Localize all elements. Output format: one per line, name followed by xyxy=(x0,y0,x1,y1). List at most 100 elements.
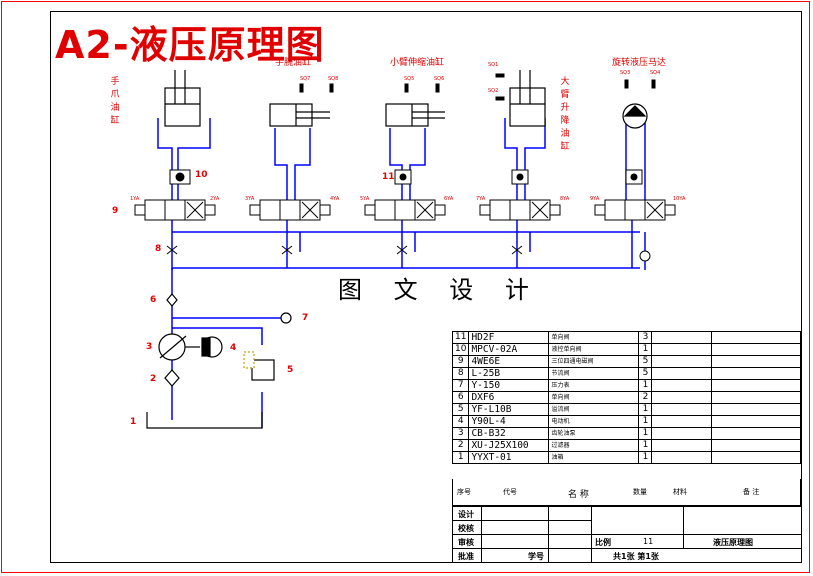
sensor-sq3: SQ3 xyxy=(620,70,631,76)
bom-cell-name: 油箱 xyxy=(548,451,640,464)
cylinder-label-gripper: 手爪油缸 xyxy=(110,77,120,126)
cylinder-label-upper-arm: 大臂升降油缸 xyxy=(560,77,570,152)
bom-cell-no: 5 xyxy=(451,403,470,416)
check-valve-6 xyxy=(166,293,178,307)
tb-review: 审核 xyxy=(458,538,474,547)
tb-scale-label: 比例 xyxy=(595,538,611,547)
solenoid-3ya: 3YA xyxy=(245,196,255,202)
bom-cell-no: 7 xyxy=(451,379,470,392)
bom-cell-qty: 1 xyxy=(638,343,653,356)
solenoid-2ya: 2YA xyxy=(210,196,220,202)
cylinder-label-motor: 旋转液压马达 xyxy=(612,58,667,68)
bom-cell-no: 11 xyxy=(451,331,470,344)
tb-drawing-name: 液压原理图 xyxy=(713,538,753,547)
label-num-9: 9 xyxy=(112,206,119,216)
bom-cell-name: 电动机 xyxy=(548,415,640,428)
directional-valves xyxy=(134,199,676,221)
tb-student-no: 学号 xyxy=(528,552,544,561)
bom-cell-remark xyxy=(711,343,801,356)
bom-cell-remark xyxy=(711,439,801,452)
bom-cell-qty: 1 xyxy=(638,379,653,392)
bom-cell-no: 3 xyxy=(451,427,470,440)
solenoid-8ya: 8YA xyxy=(560,196,570,202)
solenoid-1ya: 1YA xyxy=(130,196,140,202)
bom-header-code: 代号 xyxy=(503,488,517,496)
cylinder-3 xyxy=(385,103,429,127)
bom-cell-remark xyxy=(711,355,801,368)
bom-cell-code: CB-B32 xyxy=(468,427,550,440)
bom-cell-code: YYXT-01 xyxy=(468,451,550,464)
label-num-6: 6 xyxy=(150,295,157,305)
bom-cell-code: Y-150 xyxy=(468,379,550,392)
bom-cell-name: 过滤器 xyxy=(548,439,640,452)
bom-cell-no: 2 xyxy=(451,439,470,452)
bom-header-qty: 数量 xyxy=(633,488,647,496)
bom-cell-qty: 1 xyxy=(638,415,653,428)
bom-cell-material xyxy=(651,415,713,428)
label-num-10: 10 xyxy=(195,170,208,180)
bom-cell-name: 单向阀 xyxy=(548,391,640,404)
label-num-7: 7 xyxy=(302,313,309,323)
drawing-subtitle: 图 文 设 计 xyxy=(338,276,541,304)
cylinder-4 xyxy=(509,87,546,127)
sensor-sq4: SQ4 xyxy=(650,70,661,76)
tb-sheets: 共1张 第1张 xyxy=(613,552,659,561)
bom-cell-code: MPCV-02A xyxy=(468,343,550,356)
bom-cell-no: 9 xyxy=(451,355,470,368)
bom-cell-material xyxy=(651,391,713,404)
valve-3 xyxy=(374,199,436,221)
bom-cell-qty: 5 xyxy=(638,355,653,368)
bom-cell-qty: 1 xyxy=(638,451,653,464)
tb-design: 设计 xyxy=(458,510,474,519)
sensor-sq8: SQ8 xyxy=(328,76,339,82)
filter xyxy=(164,369,180,387)
tb-check: 校核 xyxy=(458,524,474,533)
bom-cell-remark xyxy=(711,403,801,416)
label-num-5: 5 xyxy=(287,365,294,375)
bom-cell-no: 4 xyxy=(451,415,470,428)
sensor-sq2: SQ2 xyxy=(488,88,499,94)
bom-cell-remark xyxy=(711,379,801,392)
sensors xyxy=(299,73,656,101)
bom-header-remark: 备 注 xyxy=(743,488,760,496)
bom-cell-material xyxy=(651,343,713,356)
relief-valve xyxy=(251,359,275,381)
bom-cell-remark xyxy=(711,331,801,344)
bom-cell-remark xyxy=(711,391,801,404)
bom-header-no: 序号 xyxy=(457,488,471,496)
label-num-11: 11 xyxy=(382,172,395,182)
solenoid-4ya: 4YA xyxy=(330,196,340,202)
bom-header: 序号 代号 名 称 数量 材料 备 注 xyxy=(452,479,801,506)
bom-cell-code: Y90L-4 xyxy=(468,415,550,428)
bom-cell-name: 压力表 xyxy=(548,379,640,392)
label-num-4: 4 xyxy=(230,343,237,353)
cylinders xyxy=(164,70,648,129)
bom-cell-remark xyxy=(711,367,801,380)
bom-cell-qty: 5 xyxy=(638,367,653,380)
sensor-sq7: SQ7 xyxy=(300,76,311,82)
valve-4 xyxy=(489,199,551,221)
cylinder-label-forearm: 小臂伸缩油缸 xyxy=(390,58,445,68)
sensor-sq1: SQ1 xyxy=(488,62,499,68)
bom-cell-qty: 1 xyxy=(638,403,653,416)
bom-header-material: 材料 xyxy=(673,488,687,496)
bom-cell-name: 单向阀 xyxy=(548,331,640,344)
bom-cell-remark xyxy=(711,415,801,428)
label-num-3: 3 xyxy=(146,342,153,352)
bom-cell-no: 8 xyxy=(451,367,470,380)
bom-cell-name: 三位四通电磁阀 xyxy=(548,355,640,368)
bom-cell-material xyxy=(651,427,713,440)
bom-cell-material xyxy=(651,403,713,416)
bom-cell-code: L-25B xyxy=(468,367,550,380)
